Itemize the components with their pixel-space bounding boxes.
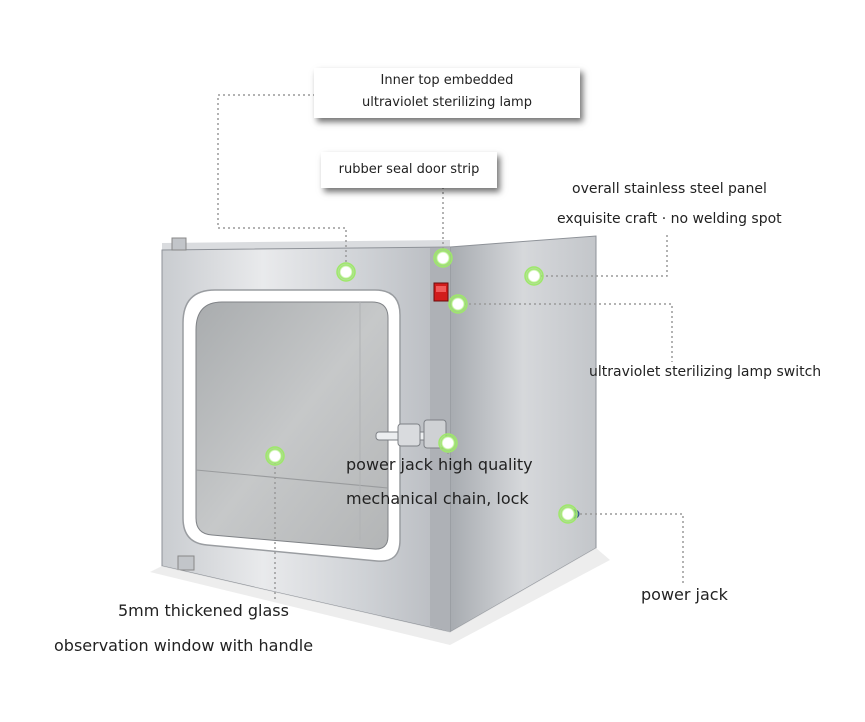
glass-label-line2: observation window with handle	[54, 636, 314, 655]
cabinet	[150, 235, 610, 645]
glass-label-line1: 5mm thickened glass	[118, 601, 289, 620]
marker-lock	[438, 433, 458, 453]
hinge-bottom	[177, 555, 195, 571]
leader-power-jack	[575, 513, 684, 583]
lock-label-line1: power jack high quality	[346, 455, 533, 474]
hinge-top	[171, 237, 187, 251]
inner-lamp-label-line1: Inner top embedded	[380, 73, 514, 88]
callout-inner-lamp: Inner top embedded ultraviolet sterilizi…	[314, 68, 580, 118]
leader-inner-lamp	[217, 94, 347, 266]
leader-panel	[541, 235, 668, 277]
markers	[265, 248, 578, 524]
panel-label-line1: overall stainless steel panel	[572, 181, 767, 197]
callout-rubber-seal: rubber seal door strip	[321, 152, 497, 188]
marker-glass	[265, 446, 285, 466]
inner-lamp-label-line2: ultraviolet sterilizing lamp	[362, 95, 532, 110]
observation-glass	[195, 301, 389, 550]
lamp-switch-rocker	[436, 286, 446, 292]
floor-shadow	[150, 548, 610, 645]
marker-rubber-seal	[433, 248, 453, 268]
marker-power-jack	[558, 504, 578, 524]
marker-panel	[524, 266, 544, 286]
panel-label-line2: exquisite craft · no welding spot	[557, 211, 782, 227]
interior-line	[195, 469, 389, 489]
power-jack-label: power jack	[641, 585, 728, 604]
rubber-seal-label: rubber seal door strip	[338, 162, 480, 177]
lamp-switch-label: ultraviolet sterilizing lamp switch	[589, 364, 822, 380]
marker-lamp-switch	[448, 294, 468, 314]
marker-inner-lamp	[336, 262, 356, 282]
leader-lamp-switch	[464, 303, 673, 362]
lock-label-line2: mechanical chain, lock	[346, 489, 529, 508]
